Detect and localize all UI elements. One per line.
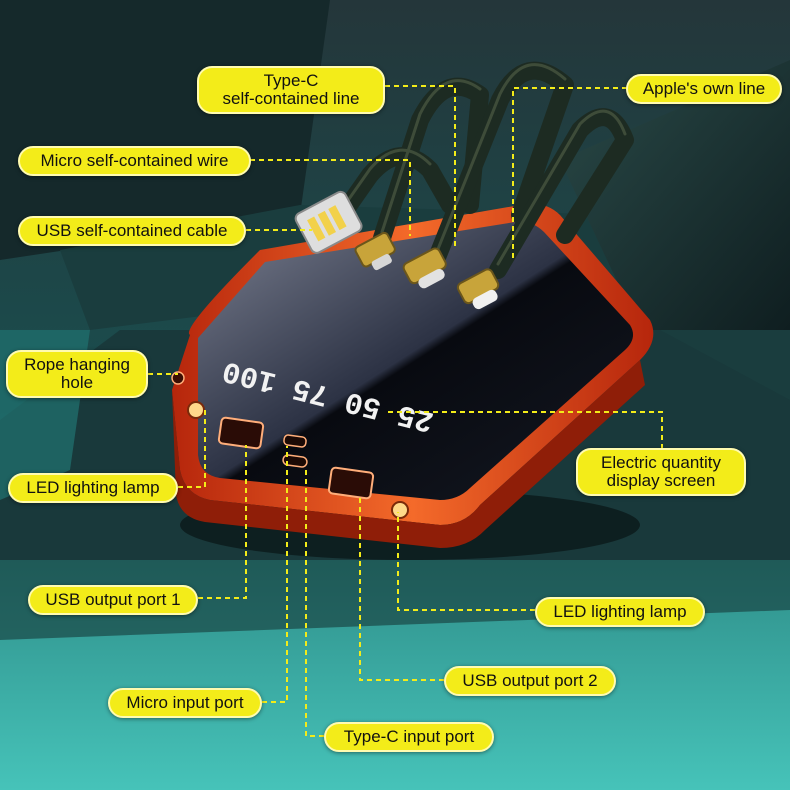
front-block-shadow xyxy=(0,560,790,640)
label-usb-cable: USB self-contained cable xyxy=(18,216,246,246)
apple-connector xyxy=(456,268,500,310)
label-apple-line: Apple's own line xyxy=(626,74,782,104)
power-bank-side xyxy=(172,360,645,548)
micro-connector xyxy=(354,231,396,271)
label-usb-port-1: USB output port 1 xyxy=(28,585,198,615)
leader-micro-wire xyxy=(250,159,411,236)
label-rope-hole: Rope hanging hole xyxy=(6,350,148,398)
label-micro-input: Micro input port xyxy=(108,688,262,718)
leader-usb-port-2 xyxy=(359,496,444,681)
leader-apple-line xyxy=(512,87,627,262)
type-c-connector xyxy=(402,247,447,289)
usb-output-port-1 xyxy=(217,416,265,450)
right-block-top xyxy=(560,60,790,330)
micro-cable-loop xyxy=(373,77,489,247)
label-type-c-line: Type-C self-contained line xyxy=(197,66,385,114)
led-lamp-left-dot xyxy=(187,401,205,419)
mirror-panel xyxy=(198,221,634,500)
type-c-cable-loop xyxy=(429,61,574,264)
led-lamp-right-dot xyxy=(391,501,409,519)
leader-led-right xyxy=(397,512,535,611)
cable-highlights xyxy=(328,63,627,266)
leader-lines xyxy=(148,85,663,737)
label-electric-screen: Electric quantity display screen xyxy=(576,448,746,496)
cables xyxy=(321,61,634,279)
leader-type-c-input xyxy=(305,466,324,737)
leader-led-left xyxy=(178,410,206,488)
usb-output-port-2 xyxy=(327,466,375,500)
apple-cable-loop xyxy=(489,108,634,279)
label-usb-port-2: USB output port 2 xyxy=(444,666,616,696)
usb-connector xyxy=(294,190,363,254)
type-c-input-port xyxy=(282,454,308,468)
label-micro-wire: Micro self-contained wire xyxy=(18,146,251,176)
micro-input-port xyxy=(283,434,307,448)
rear-block-top xyxy=(0,0,330,260)
label-led-lamp-right: LED lighting lamp xyxy=(535,597,705,627)
label-led-lamp-left: LED lighting lamp xyxy=(8,473,178,503)
leader-electric-screen xyxy=(388,411,663,455)
leader-usb-port-1 xyxy=(198,445,247,599)
label-type-c-input: Type-C input port xyxy=(324,722,494,752)
